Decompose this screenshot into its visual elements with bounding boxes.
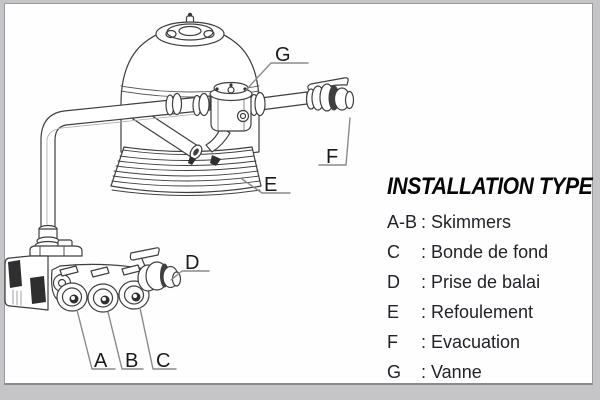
callout-e: E [264, 174, 277, 196]
legend-label: Evacuation [431, 331, 521, 352]
legend-key: A-B [387, 211, 418, 232]
legend-key: D [387, 271, 400, 292]
tank-ribbed-base [110, 146, 262, 196]
evacuation-valve [305, 77, 355, 112]
leader-b [107, 311, 144, 370]
legend-label: Refoulement [431, 301, 534, 322]
legend-row-refoulement: E : Refoulement [387, 297, 587, 327]
legend: INSTALLATION TYPE A-B : Skimmers C : Bon… [387, 173, 593, 387]
legend-separator: : [421, 271, 427, 292]
hose-clamp [188, 156, 196, 165]
tank-lid [155, 12, 225, 47]
suction-pipe [40, 92, 211, 230]
legend-rows: A-B : Skimmers C : Bonde de fond D : Pri… [387, 207, 587, 387]
legend-row-evacuation: F : Evacuation [387, 327, 587, 357]
legend-label: Vanne [431, 361, 482, 382]
figure-panel [4, 3, 593, 385]
legend-row-vanne: G : Vanne [387, 357, 587, 387]
legend-key: C [387, 241, 400, 262]
legend-label: Bonde de fond [431, 241, 549, 262]
legend-row-prise-de-balai: D : Prise de balai [387, 267, 587, 297]
legend-key: F [387, 331, 398, 352]
valve-gauge-port [236, 109, 250, 123]
legend-key: E [387, 301, 400, 322]
pump-assembly [4, 224, 182, 313]
leader-a [76, 309, 116, 370]
hose-clamp [210, 155, 221, 166]
callout-g: G [275, 44, 291, 66]
legend-separator: : [421, 361, 427, 382]
callout-d: D [185, 252, 199, 274]
callout-c: C [156, 350, 170, 372]
leader-f [318, 117, 351, 166]
leader-e [241, 178, 291, 194]
leader-lines [76, 62, 351, 370]
brush-valve [129, 247, 182, 292]
callout-letters: A B C D E F G [94, 44, 338, 372]
legend-key: G [387, 361, 402, 382]
callout-a: A [94, 350, 108, 372]
legend-row-skimmers: A-B : Skimmers [387, 207, 587, 237]
valve-bottom-elbow [205, 126, 231, 166]
legend-label: Prise de balai [431, 271, 541, 292]
leader-d [170, 270, 210, 281]
legend-separator: : [421, 331, 427, 352]
multiport-valve [209, 81, 266, 132]
pump-motor [4, 255, 49, 311]
leader-c [139, 307, 177, 370]
legend-label: Skimmers [431, 211, 511, 232]
legend-title: INSTALLATION TYPE [387, 173, 593, 200]
legend-separator: : [421, 301, 427, 322]
legend-row-bonde-de-fond: C : Bonde de fond [387, 237, 587, 267]
legend-separator: : [421, 211, 427, 232]
callout-b: B [125, 350, 138, 372]
callout-f: F [326, 146, 338, 168]
port-a [56, 282, 88, 312]
legend-separator: : [421, 241, 427, 262]
valve-handle [129, 247, 160, 261]
leader-g [245, 62, 309, 91]
port-b [87, 283, 119, 313]
